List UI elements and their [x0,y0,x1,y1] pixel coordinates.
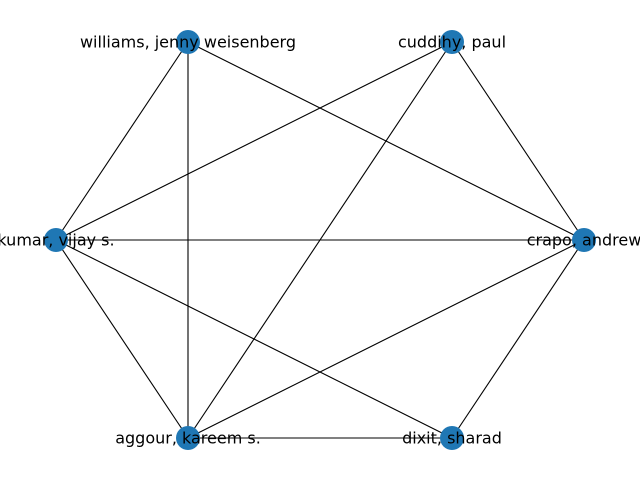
node-label-dixit: dixit, sharad [402,429,502,448]
nodes-layer [44,30,596,450]
node-label-kumar: kumar, vijay s. [0,231,115,250]
node-cuddihy [440,30,464,54]
node-label-aggour: aggour, kareem s. [115,429,261,448]
node-kumar [44,228,68,252]
node-label-crapo: crapo, andrew [527,231,640,250]
node-dixit [440,426,464,450]
node-aggour [176,426,200,450]
node-crapo [572,228,596,252]
node-label-cuddihy: cuddihy, paul [398,33,506,52]
labels-layer: williams, jenny weisenberg cuddihy, paul k… [0,33,640,448]
node-williams [176,30,200,54]
edge-cuddihy-kumar [55,41,453,241]
node-label-williams: williams, jenny weisenberg [80,33,296,52]
edge-crapo-dixit [451,239,585,439]
edge-cuddihy-crapo [451,41,585,241]
edge-crapo-aggour [187,239,585,439]
edge-williams-kumar [55,41,189,241]
edges-layer [55,41,585,439]
edge-kumar-dixit [55,239,453,439]
edge-kumar-aggour [55,239,189,439]
